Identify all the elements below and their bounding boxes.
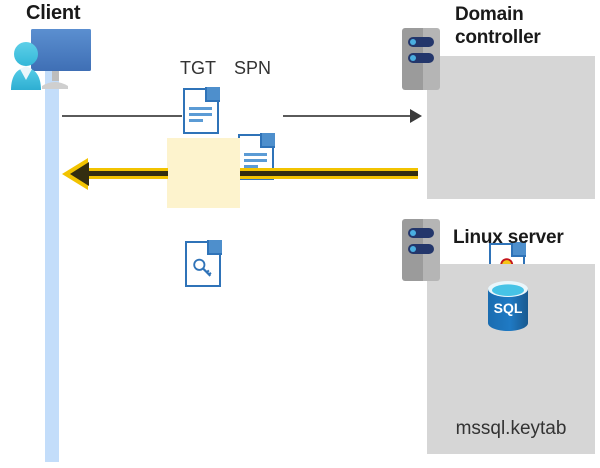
linux-server-icon — [402, 219, 440, 281]
domain-controller-panel — [427, 56, 595, 199]
request-arrow-segment-left — [62, 115, 182, 117]
sql-database-icon: SQL — [486, 281, 530, 331]
tgt-document-icon — [183, 87, 220, 134]
keytab-filename-label: mssql.keytab — [455, 418, 567, 439]
client-workstation-icon — [10, 26, 100, 92]
spn-label: SPN — [234, 58, 272, 78]
domain-controller-title: Domain controller — [455, 3, 595, 49]
key-document-icon — [185, 240, 222, 287]
linux-server-title: Linux server — [453, 227, 564, 248]
domain-controller-title-line2: controller — [455, 27, 541, 48]
response-arrow-segment-right — [240, 168, 418, 179]
response-arrow-segment-left — [84, 168, 168, 179]
svg-text:SQL: SQL — [494, 300, 523, 316]
domain-controller-server-icon — [402, 28, 440, 90]
client-lifeline — [45, 62, 59, 462]
response-arrowhead-core — [70, 162, 89, 186]
service-ticket-highlight — [167, 138, 240, 208]
request-arrowhead-icon — [410, 109, 422, 123]
tgt-label: TGT — [180, 58, 216, 78]
domain-controller-title-line1: Domain — [455, 4, 524, 25]
client-title: Client — [26, 2, 81, 24]
request-arrow-segment-right — [283, 115, 413, 117]
